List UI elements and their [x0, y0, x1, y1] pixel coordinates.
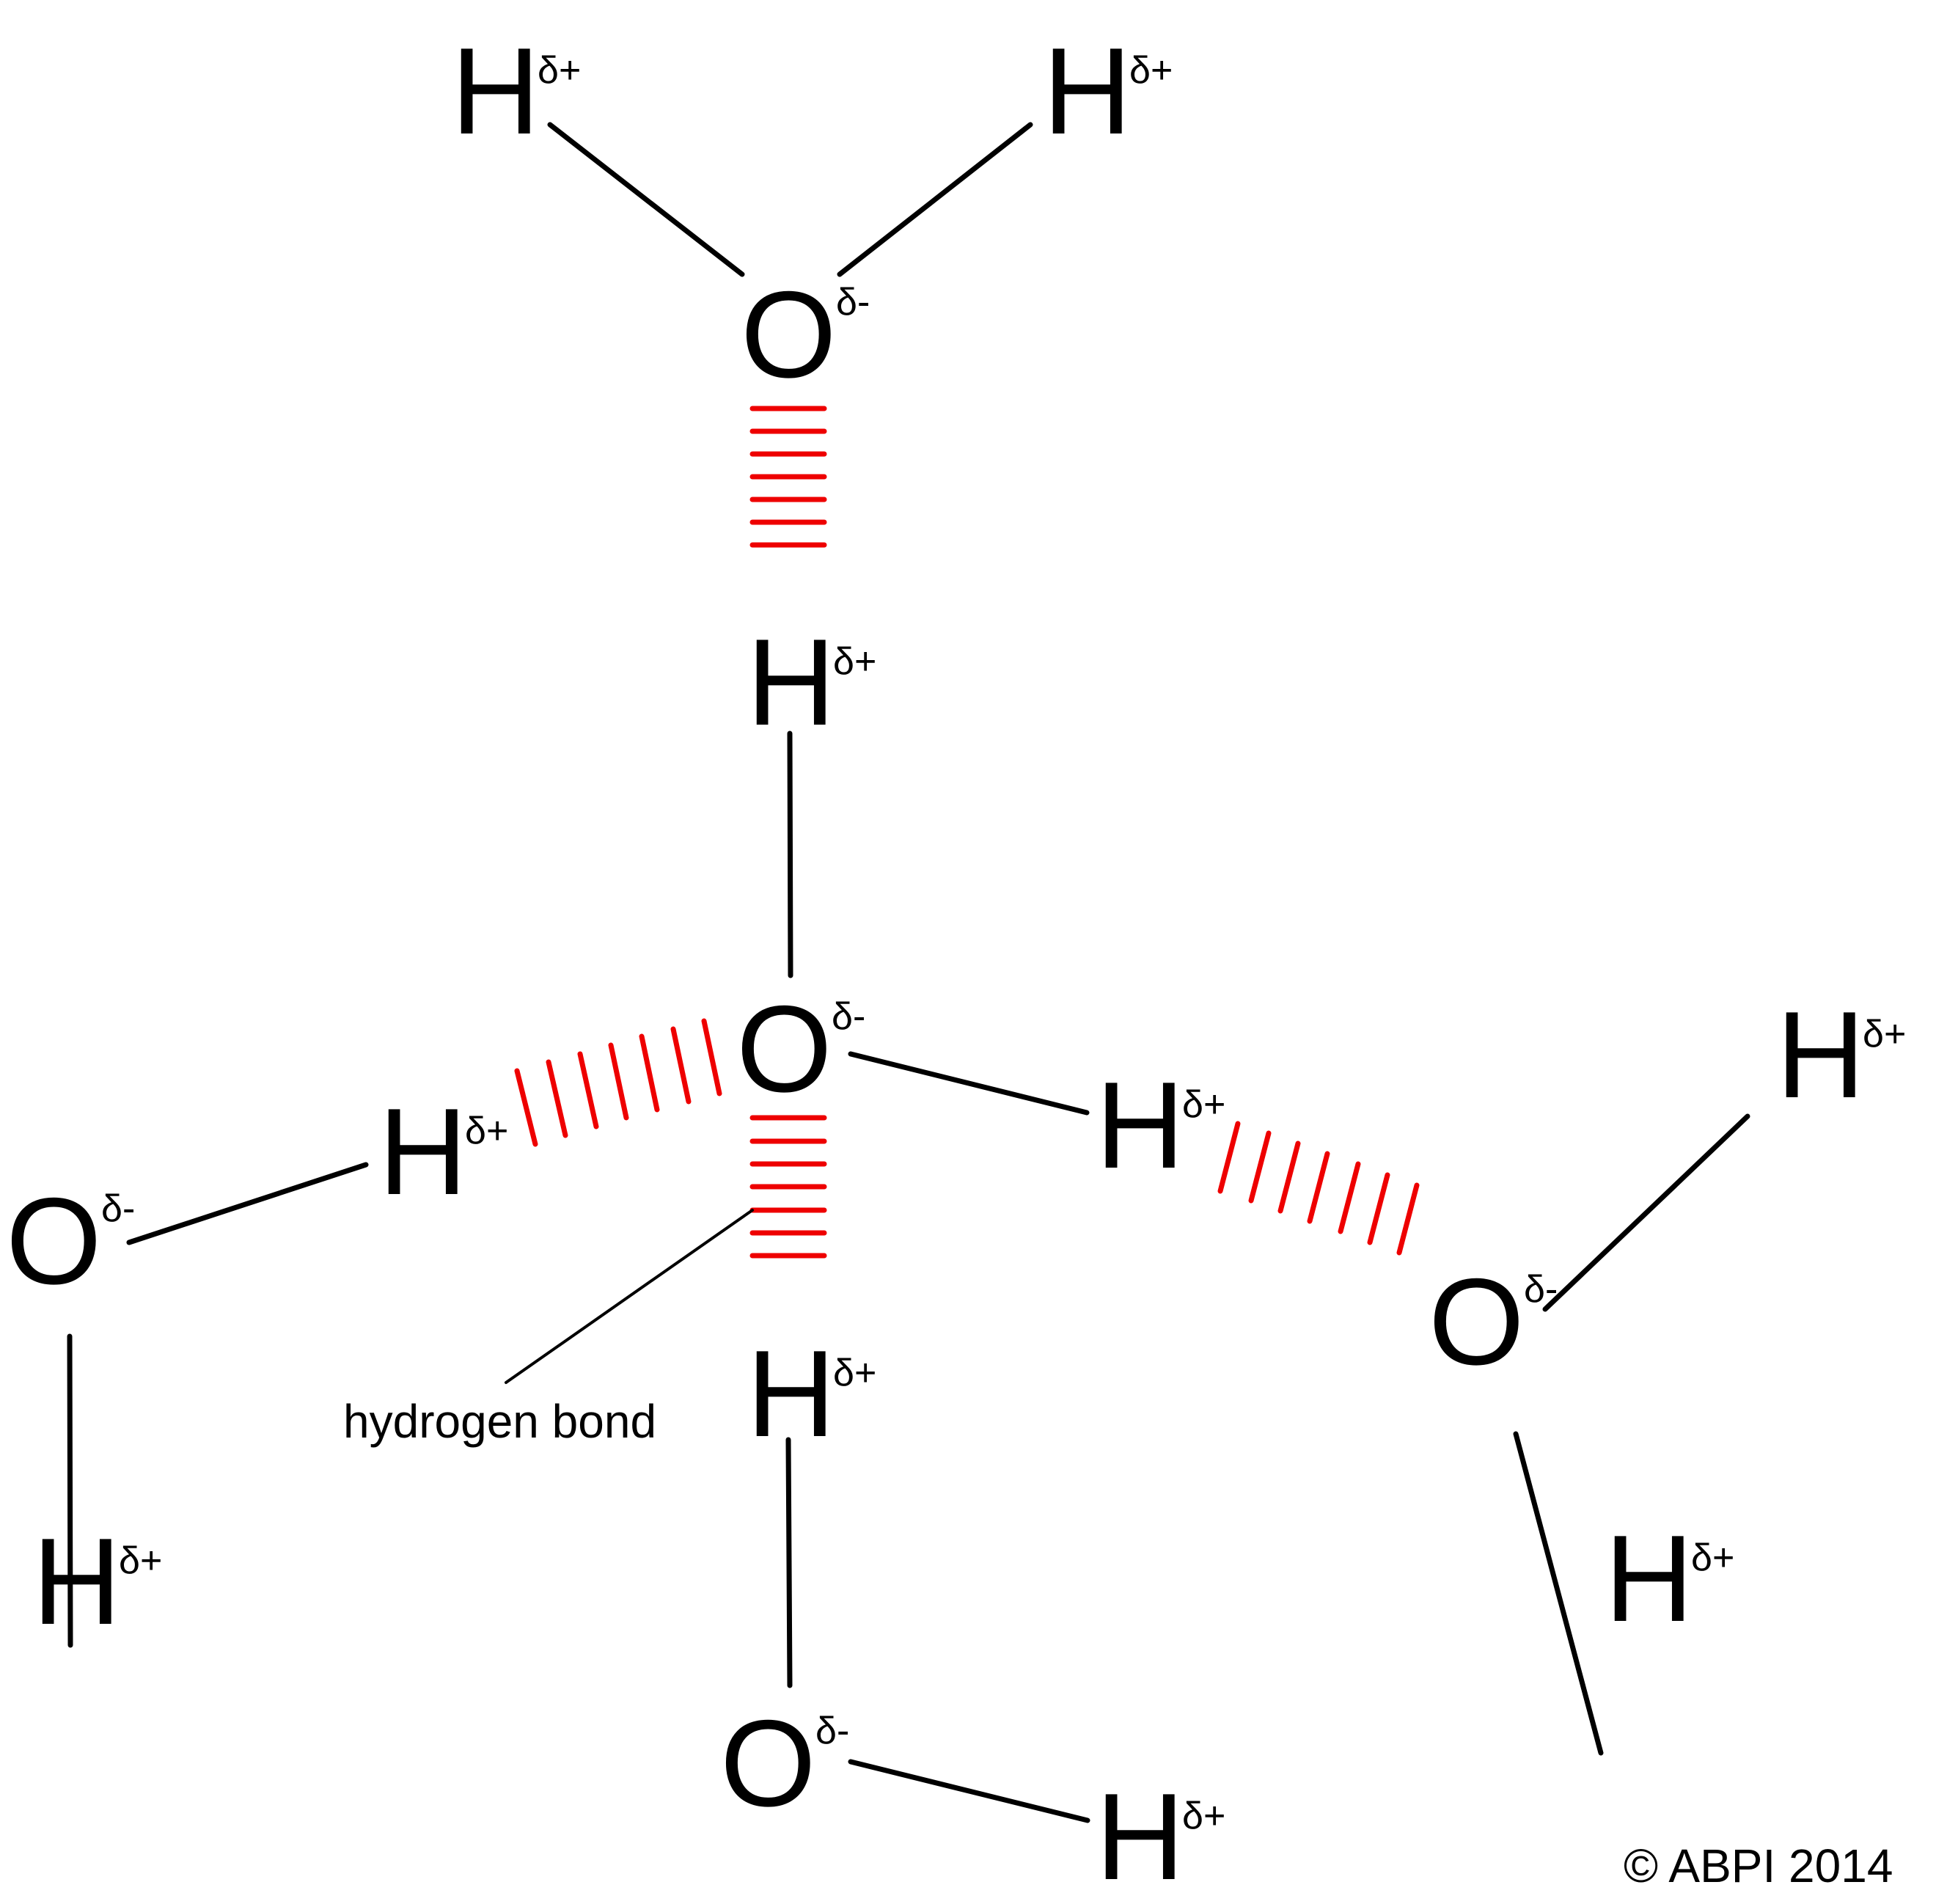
- hb-top: [749, 406, 827, 548]
- hydrogen-bond-dash: [1217, 1121, 1241, 1194]
- covalent-bond-o-right-h-top-far-right: [1542, 1113, 1750, 1312]
- hb-bottom: [749, 1115, 827, 1259]
- atom-symbol: H: [1096, 1056, 1185, 1194]
- atom-symbol: H: [1096, 1768, 1185, 1904]
- hydrogen-bond-dash: [1367, 1172, 1390, 1245]
- partial-charge: δ-: [815, 1710, 850, 1752]
- partial-charge: δ+: [1691, 1537, 1735, 1579]
- hydrogen-bond-dash: [608, 1042, 629, 1121]
- covalent-bond-h-lower-mid-o-bottom: [785, 1437, 793, 1688]
- covalent-bonds: [67, 122, 1750, 1823]
- covalent-bond-o-left-h-center-left: [126, 1162, 369, 1245]
- hb-right: [1217, 1121, 1420, 1256]
- covalent-bond-o-right-h-bottom-right: [1513, 1431, 1604, 1756]
- atom-symbol: H: [451, 22, 540, 160]
- partial-charge: δ+: [1182, 1795, 1226, 1837]
- covalent-bond-o-center-h-center-right: [848, 1051, 1090, 1116]
- atom-symbol: H: [1043, 22, 1132, 160]
- partial-charge: δ-: [836, 281, 870, 323]
- atom-symbol: H: [378, 1083, 468, 1220]
- partial-charge: δ+: [1182, 1083, 1226, 1126]
- hydrogen-bond-dash: [546, 1059, 568, 1138]
- callout-pointer-line: [505, 1209, 754, 1384]
- atom-symbol: H: [1605, 1509, 1694, 1647]
- atom-symbol: O: [6, 1172, 102, 1310]
- hydrogen-bond-dash: [639, 1033, 660, 1113]
- partial-charge: δ+: [538, 49, 582, 92]
- partial-charge: δ+: [833, 1352, 877, 1394]
- partial-charge: δ+: [119, 1539, 163, 1582]
- partial-charge: δ+: [465, 1110, 509, 1152]
- hydrogen-bond-dash: [577, 1051, 599, 1129]
- hb-left: [514, 1018, 722, 1147]
- atom-symbol: O: [741, 266, 837, 403]
- hydrogen-bond-dash: [1338, 1161, 1361, 1234]
- hydrogen-bond-dash: [701, 1018, 722, 1096]
- hydrogen-bond-dash: [514, 1068, 538, 1147]
- copyright-notice: © ABPI 2014: [1624, 1839, 1893, 1892]
- atom-symbol: O: [1429, 1253, 1525, 1391]
- covalent-bond-o-top-h-top-right: [837, 122, 1033, 277]
- atom-symbol: O: [720, 1694, 816, 1832]
- partial-charge: δ+: [1129, 49, 1173, 92]
- hydrogen-bond-dash: [1248, 1130, 1272, 1204]
- covalent-bond-h-upper-mid-o-center: [787, 731, 793, 978]
- partial-charge: δ-: [1524, 1268, 1558, 1311]
- atom-symbol: H: [747, 613, 836, 751]
- hydrogen-bond-dash: [670, 1026, 692, 1105]
- partial-charge: δ+: [833, 640, 877, 683]
- atom-symbol: H: [32, 1512, 122, 1650]
- hydrogen-bond-dash: [1307, 1151, 1330, 1224]
- atom-symbol: H: [1776, 986, 1866, 1124]
- atom-symbol: H: [747, 1325, 836, 1462]
- hydrogen-bond-dash: [1396, 1182, 1420, 1256]
- partial-charge: δ-: [101, 1187, 136, 1230]
- partial-charge: δ+: [1863, 1013, 1907, 1055]
- hydrogen-bond-label: hydrogen bond: [343, 1395, 657, 1448]
- covalent-bond-o-top-h-top-left: [547, 122, 745, 277]
- hydrogen-bonds: [514, 406, 1420, 1259]
- atom-symbol: O: [736, 980, 832, 1118]
- covalent-bond-o-bottom-h-bottom: [848, 1759, 1090, 1823]
- hydrogen-bond-dash: [1277, 1140, 1301, 1214]
- partial-charge: δ-: [832, 995, 866, 1038]
